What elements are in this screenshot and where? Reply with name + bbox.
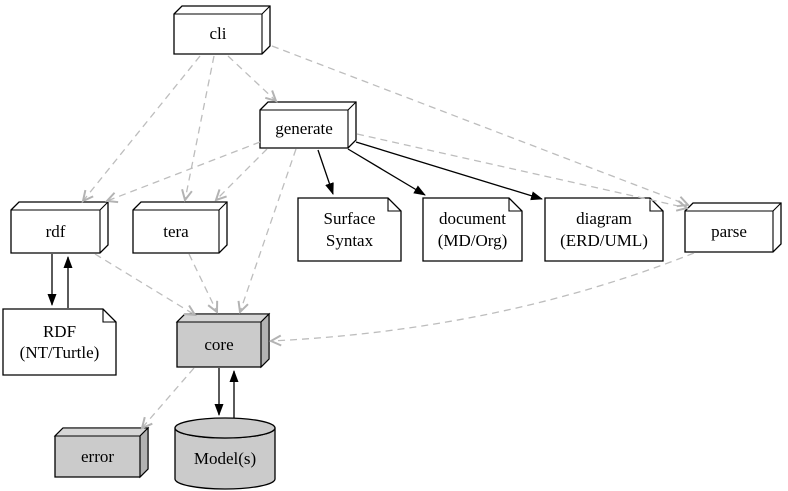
note-shape bbox=[422, 197, 523, 262]
cylinder-shape bbox=[174, 417, 276, 490]
node-tera: tera bbox=[132, 201, 228, 254]
node-rdf-nt-turtle: RDF (NT/Turtle) bbox=[2, 308, 117, 376]
edge-generate-to-rdf bbox=[104, 141, 261, 204]
node-rdf: rdf bbox=[10, 201, 109, 254]
node-surface-syntax: Surface Syntax bbox=[297, 197, 402, 262]
edge-generate-to-parse bbox=[356, 133, 690, 212]
edge-parse-to-core bbox=[268, 252, 695, 347]
edge-generate-to-core bbox=[237, 148, 297, 315]
node-models: Model(s) bbox=[174, 417, 276, 490]
component-box-shape bbox=[684, 202, 782, 253]
component-box-shape bbox=[10, 201, 109, 254]
edge-cli-to-tera bbox=[181, 55, 215, 203]
edge-tera-to-core bbox=[188, 253, 219, 315]
edge-cli-to-rdf bbox=[81, 55, 201, 203]
node-core: core bbox=[175, 312, 271, 369]
component-box-shape bbox=[173, 5, 271, 55]
node-cli: cli bbox=[173, 5, 271, 55]
note-shape bbox=[544, 197, 664, 262]
component-box-shape bbox=[132, 201, 228, 254]
node-generate: generate bbox=[259, 101, 357, 149]
node-diagram-erd-uml: diagram (ERD/UML) bbox=[544, 197, 664, 262]
node-document-md-org: document (MD/Org) bbox=[422, 197, 523, 262]
note-shape bbox=[2, 308, 117, 376]
component-box-shape bbox=[259, 101, 357, 149]
edge-generate-to-tera bbox=[214, 148, 268, 202]
component-box-shape bbox=[53, 426, 150, 479]
node-error: error bbox=[53, 426, 150, 479]
edge-generate-to-document bbox=[347, 148, 426, 196]
edge-cli-to-generate bbox=[227, 55, 278, 103]
node-parse: parse bbox=[684, 202, 782, 253]
edge-generate-to-diagram bbox=[355, 141, 543, 201]
note-shape bbox=[297, 197, 402, 262]
edge-generate-to-surface-syntax bbox=[317, 149, 334, 195]
edge-rdf-to-core bbox=[94, 253, 197, 317]
component-box-shape bbox=[175, 312, 271, 369]
